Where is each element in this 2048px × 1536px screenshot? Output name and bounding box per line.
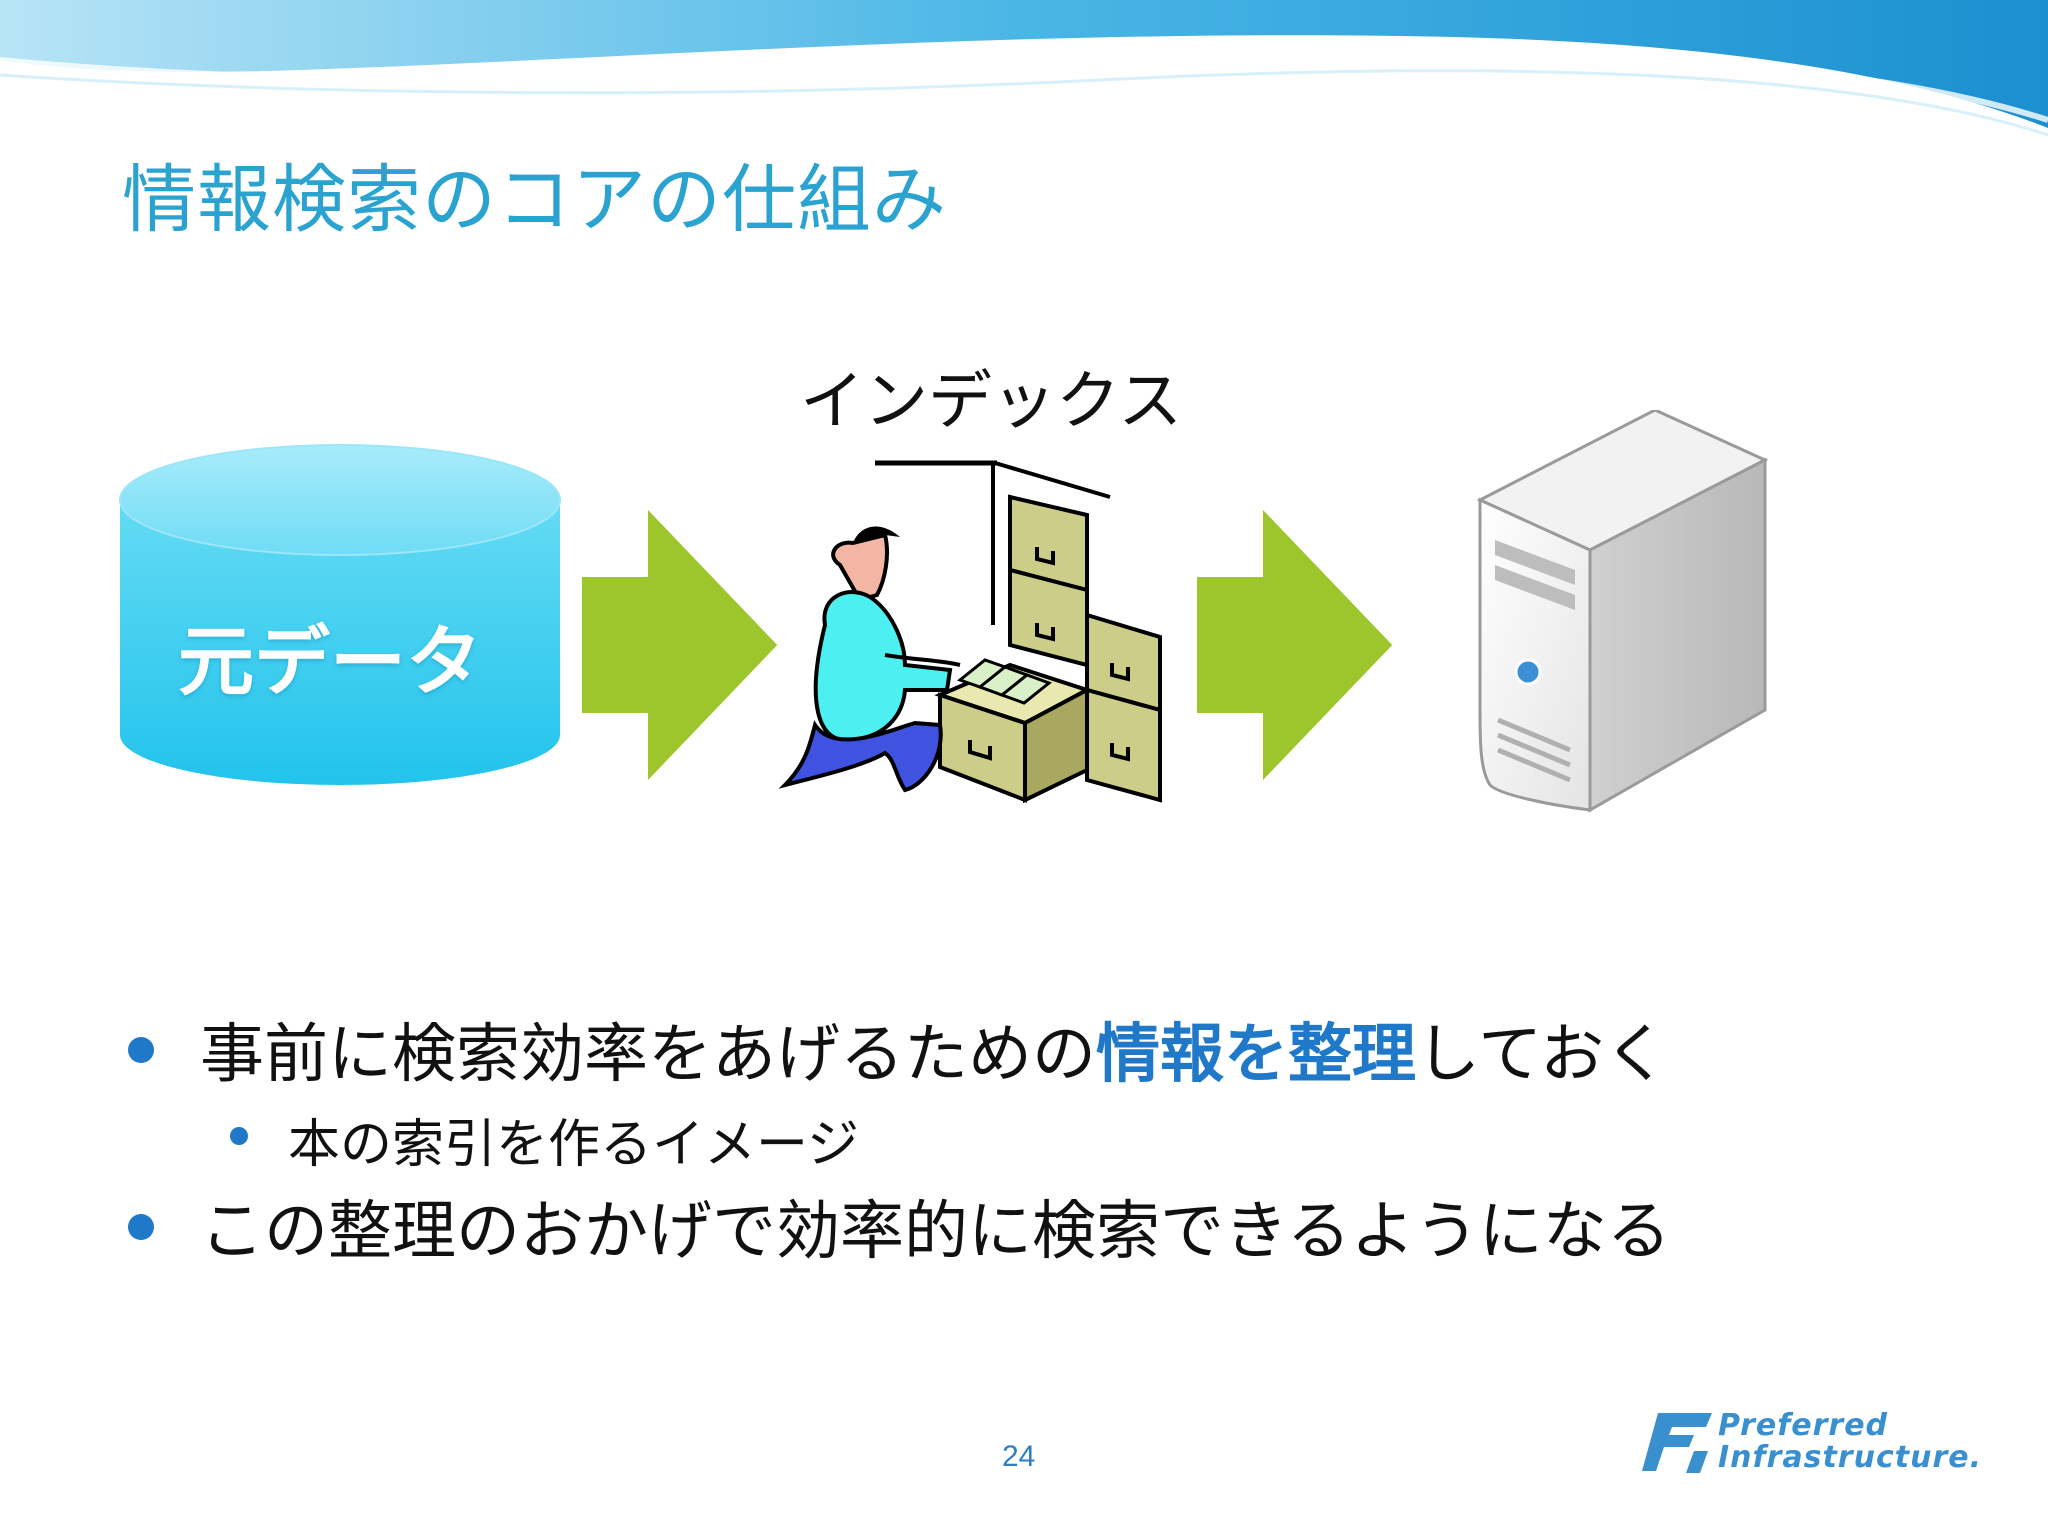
brand-line-2: Infrastructure. xyxy=(1718,1440,1982,1475)
bullet-dot xyxy=(128,1037,154,1063)
server-icon xyxy=(1476,410,1769,813)
index-label: インデックス xyxy=(800,365,1183,439)
header-wave xyxy=(0,0,2048,137)
bullet-text: 事前に検索効率をあげるための xyxy=(200,1018,1096,1092)
arrow-right-icon xyxy=(1195,505,1395,785)
brand-wordmark: Preferred Infrastructure. xyxy=(1718,1410,1982,1474)
brand-line-1: Preferred xyxy=(1718,1408,1889,1443)
source-data-cylinder xyxy=(119,444,561,785)
arrow-right-icon xyxy=(580,505,780,785)
sub-bullet-item: 本の索引を作るイメージ xyxy=(288,1115,859,1175)
bullet-item: 事前に検索効率をあげるための情報を整理しておく xyxy=(200,1003,1668,1095)
bullet-text: しておく xyxy=(1416,1018,1669,1092)
slide-title: 情報検索のコアの仕組み xyxy=(122,157,947,243)
bullet-highlight: 情報を整理 xyxy=(1096,1018,1416,1092)
bullet-item: この整理のおかげで効率的に検索できるようになる xyxy=(200,1195,1671,1269)
indexing-person-cabinet-illustration xyxy=(778,460,1162,804)
brand-logo-mark xyxy=(1642,1413,1712,1473)
sub-bullet-dot xyxy=(230,1127,248,1145)
page-number: 24 xyxy=(1002,1440,1036,1473)
source-data-label: 元データ xyxy=(178,617,482,706)
bullet-dot xyxy=(128,1214,154,1240)
